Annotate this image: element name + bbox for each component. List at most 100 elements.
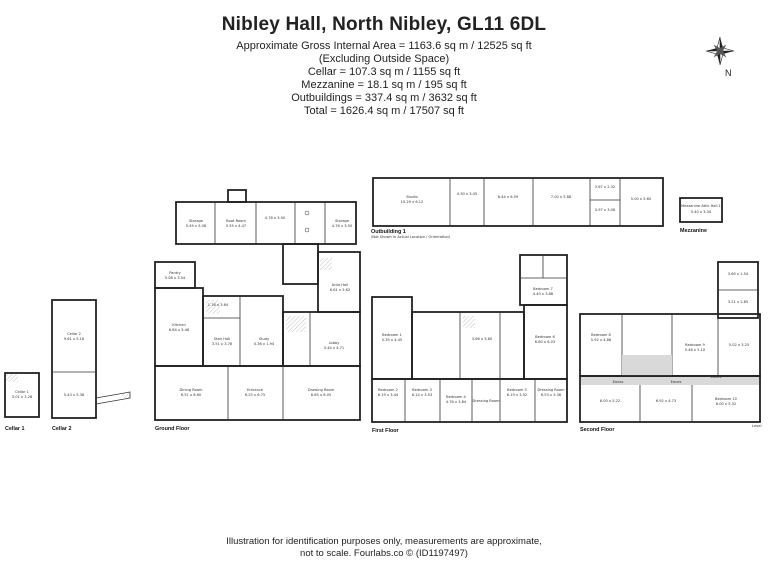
room-name: Bedroom 2 [378,388,398,392]
room-dims: 3.01 x 3.28 [12,395,33,399]
second-floor-label: Second Floor [580,427,615,433]
room-name: Bedroom 4 [446,395,466,399]
room-dims: 4.30 x 3.45 [457,192,477,196]
outbuilding-plan: Studio 10.29 x 6.12 4.30 x 3.45 6.44 x 6… [372,177,664,227]
room-dims: 6.51 x 6.60 [181,393,202,397]
room-name: Mezzanine Attic Hall 1 [681,204,721,208]
room-name: Bedroom 6 [535,335,555,339]
room-dims: 8.85 x 6.05 [311,393,331,397]
room-dims: 10.29 x 6.12 [401,200,424,204]
room-name: Dressing Room [472,399,500,403]
room-dims: 6.44 x 6.59 [498,195,519,199]
footer-line-1: Illustration for identification purposes… [226,536,542,547]
room-name: Dressing Room [537,388,565,392]
room-name: Bedroom 9 [685,343,705,347]
room-name: Study [259,337,270,341]
room-name: Bedroom 1 [382,333,402,337]
compass-rose-icon: N [705,36,735,78]
room-dims: 3.60 x 1.54 [728,272,749,276]
room-dims: 6.25 x 6.75 [245,393,265,397]
room-name: Stair Hall [214,337,230,341]
room-name: Kitchen [172,323,186,327]
room-dims: 7.00 x 5.88 [551,195,572,199]
room-dims: 5.44 x 4.71 [324,346,344,350]
excluding-text: (Excluding Outside Space) [318,53,450,65]
room-name: Storage [335,219,350,223]
room-dims: 6.61 x 5.62 [330,288,350,292]
outbuilding-note: (Not Shown In Actual Location / Orientat… [371,235,451,239]
mezzanine-plan: Mezzanine Attic Hall 1 5.40 x 3.34 [679,197,723,223]
room-name: Dining Room [180,388,203,392]
room-dims: 6.92 x 4.73 [656,399,676,403]
room-name: Pantry [169,271,181,275]
room-dims: 1.76 x 3.84 [208,303,229,307]
room-dims: 3.51 x 3.78 [212,342,233,346]
room-dims: 5.49 x 5.08 [186,224,207,228]
room-dims: 4.76 x 3.50 [265,216,286,220]
room-name: Bedroom 8 [591,333,611,337]
room-name: Bedroom 3 [412,388,432,392]
first-floor-plan: Bedroom 7 4.40 x 3.88 Bedroom 1 5.35 x 4… [371,254,568,423]
room-dims: 4.76 x 3.84 [446,400,467,404]
cellar-area-text: Cellar = 107.3 sq m / 1155 sq ft [307,66,461,78]
mezzanine-label: Mezzanine [680,228,707,234]
north-label: N [725,68,732,78]
room-dims: 8.00 x 5.22 [600,399,620,403]
room-dims: 6.80 x 6.03 [535,340,555,344]
room-dims: 5.92 x 4.86 [591,338,612,342]
room-name: Bedroom 5 [507,388,527,392]
room-dims: 6.19 x 3.52 [507,393,527,397]
room-dims: 5.08 x 3.54 [165,276,186,280]
mezzanine-area-text: Mezzanine = 18.1 sq m / 195 sq ft [301,79,467,91]
page-title: Nibley Hall, North Nibley, GL11 6DL [221,14,547,35]
room-dims: 9.61 x 5.18 [64,337,85,341]
room-name: Cellar 2 [67,332,81,336]
second-floor-plan: 3.60 x 1.54 3.21 x 2.85 Bedroom 8 5.92 x… [579,261,762,428]
total-area-text: Total = 1626.4 sq m / 17507 sq ft [304,105,464,117]
cellar-2-label: Cellar 2 [52,426,71,432]
room-dims: 5.00 x 5.60 [631,197,652,201]
gross-area-text: Approximate Gross Internal Area = 1163.6… [236,40,532,52]
room-name: Eaves [613,380,624,384]
room-name: Entrance [247,388,264,392]
room-name: Level [752,424,762,428]
room-name: Studio [406,195,417,199]
room-name: Boot Room [226,219,246,223]
cellar-2-plan: Cellar 2 9.61 x 5.18 5.43 x 5.38 [51,299,131,419]
cellar-1-plan: Cellar 1 3.01 x 3.28 [4,372,40,418]
room-dims: 8.00 x 5.32 [716,402,736,406]
room-name: Lobby [329,341,341,345]
room-dims: 3.21 x 2.85 [728,300,748,304]
footer: Illustration for identification purposes… [0,536,768,560]
room-dims: 5.40 x 3.34 [691,210,712,214]
cellar-1-label: Cellar 1 [5,426,24,432]
room-dims: 5.35 x 4.45 [382,338,402,342]
room-dims: 6.19 x 3.44 [378,393,399,397]
room-dims: 4.76 x 3.50 [332,224,353,228]
ground-floor-label: Ground Floor [155,426,190,432]
header: Nibley Hall, North Nibley, GL11 6DL Appr… [0,14,768,118]
room-dims: 4.36 x 1.94 [254,342,275,346]
room-name: Bedroom 7 [533,287,553,291]
room-dims: 3.97 x 3.06 [595,208,616,212]
room-dims: 5.46 x 5.10 [685,348,706,352]
room-dims: 5.55 x 4.47 [226,224,246,228]
room-name: Storage [189,219,204,223]
room-dims: 6.84 x 5.46 [169,328,190,332]
room-name: Eaves [711,375,722,379]
room-name: Ante Hall [332,283,348,287]
room-dims: 6.14 x 3.53 [412,393,432,397]
ground-floor-plan: Storage 5.49 x 5.08 Boot Room 5.55 x 4.4… [154,189,361,421]
first-floor-label: First Floor [372,428,400,434]
footer-line-2: not to scale. Fourlabs.co © (ID1197497) [300,548,468,559]
outbuilding-label: Outbuilding 1 [371,229,406,235]
room-name: Eaves [671,380,682,384]
room-dims: 6.53 x 3.36 [541,393,562,397]
room-dims: 5.02 x 3.25 [729,343,749,347]
room-name: Cellar 1 [15,390,29,394]
outbuildings-area-text: Outbuildings = 337.4 sq m / 3632 sq ft [291,92,477,104]
room-name: Drawing Room [308,388,335,392]
room-name: Bedroom 10 [715,397,738,401]
room-dims: 5.43 x 5.38 [64,393,85,397]
